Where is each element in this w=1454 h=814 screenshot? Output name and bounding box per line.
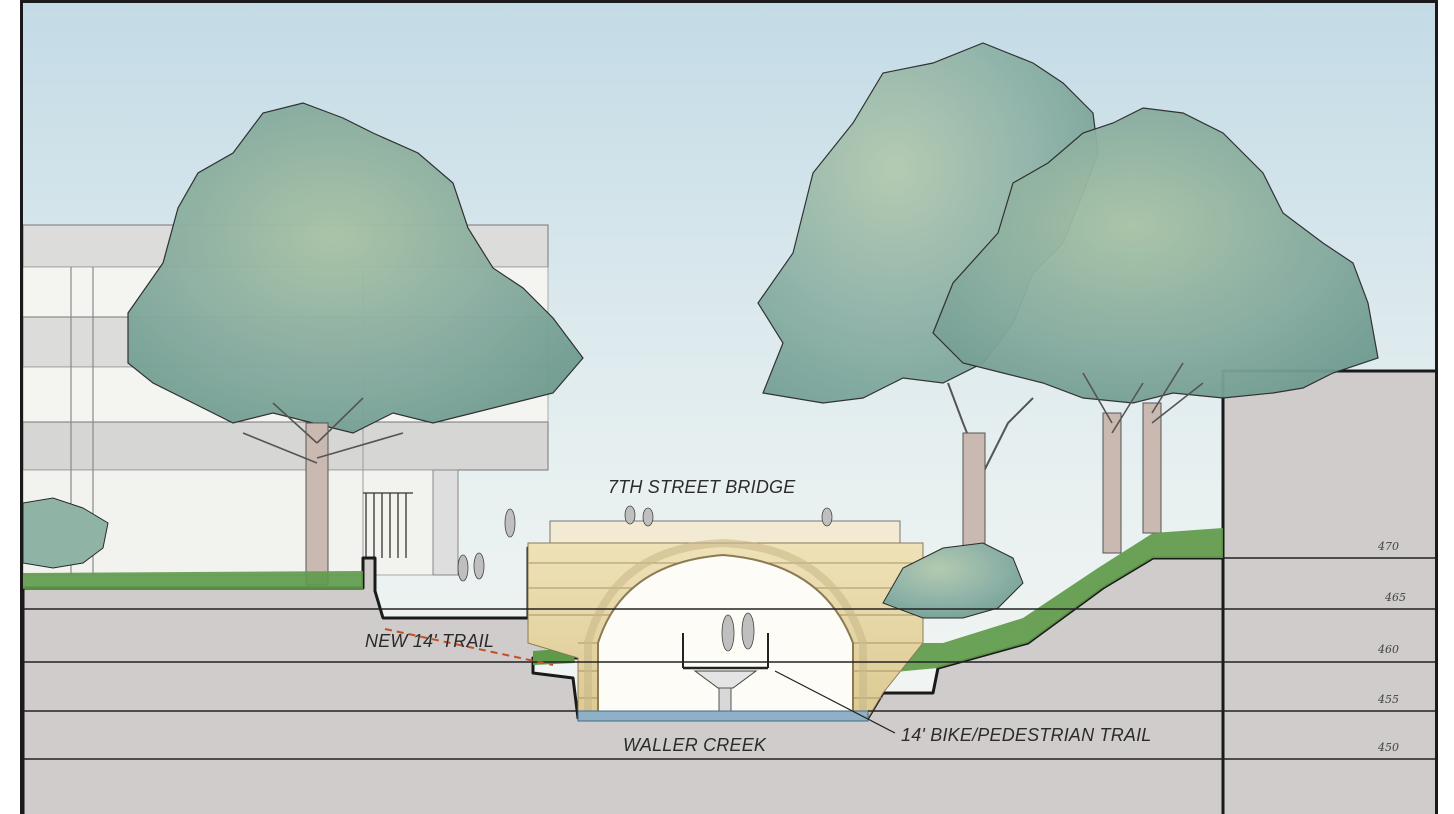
pedestrians-trail xyxy=(457,508,516,582)
grass-left xyxy=(23,571,363,589)
tree-right-front xyxy=(932,107,1379,554)
bike-trail-leader xyxy=(774,670,896,734)
label-bike-trail: 14' BIKE/PEDESTRIAN TRAIL xyxy=(901,725,1152,745)
shrub-bridge-right xyxy=(882,542,1024,619)
elevation-455: 455 xyxy=(1378,693,1399,706)
elevation-460: 460 xyxy=(1378,643,1399,656)
tree-left xyxy=(127,102,584,586)
label-new-trail: NEW 14' TRAIL xyxy=(365,631,495,651)
elevation-lines xyxy=(23,557,1435,760)
grass-bank-right xyxy=(843,528,1223,673)
label-creek: WALLER CREEK xyxy=(623,735,767,755)
drawing-canvas xyxy=(23,3,1435,814)
shrub-left xyxy=(23,497,109,569)
new-trail-line xyxy=(384,628,554,666)
elevation-470: 470 xyxy=(1378,540,1399,553)
elevation-450: 450 xyxy=(1378,741,1399,754)
label-bridge: 7TH STREET BRIDGE xyxy=(608,477,796,497)
section-drawing: 7TH STREET BRIDGE NEW 14' TRAIL WALLER C… xyxy=(20,0,1438,814)
trail-platform xyxy=(682,612,769,719)
elevation-465: 465 xyxy=(1385,591,1406,604)
creek-water xyxy=(577,710,869,722)
